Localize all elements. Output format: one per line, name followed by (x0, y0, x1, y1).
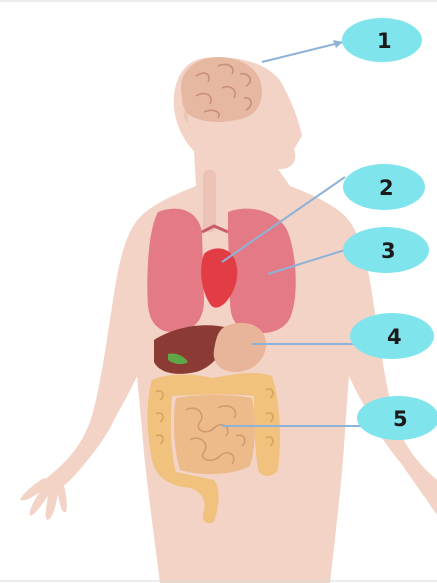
label-4: 4 (350, 313, 434, 359)
label-1: 1 (342, 18, 422, 62)
label-2: 2 (343, 164, 425, 210)
right-hand (400, 460, 437, 514)
left-lung (147, 209, 204, 333)
label-number-2: 2 (379, 176, 394, 200)
brain (181, 57, 262, 122)
label-3: 3 (343, 227, 429, 273)
label-number-1: 1 (377, 29, 392, 53)
leader-arrow-1 (333, 40, 343, 48)
trachea (203, 170, 216, 232)
small-intestine (174, 395, 255, 474)
leader-line-1 (262, 42, 343, 62)
label-number-4: 4 (387, 325, 402, 349)
label-number-5: 5 (393, 407, 408, 431)
label-number-3: 3 (381, 239, 396, 263)
label-5: 5 (357, 396, 437, 440)
